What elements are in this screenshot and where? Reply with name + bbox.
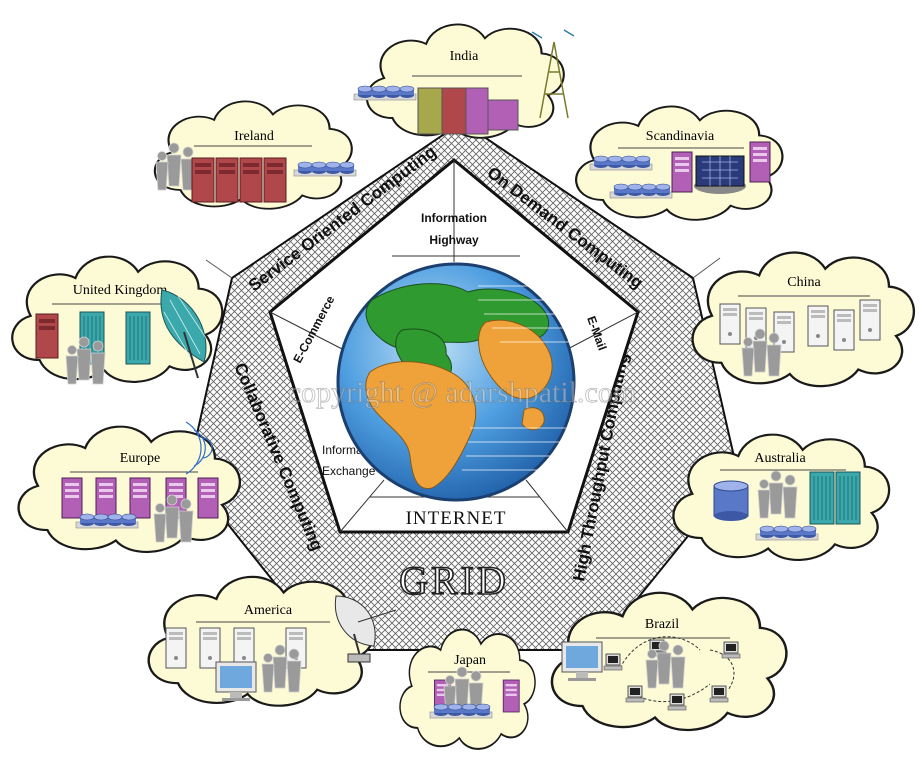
supercomputer-icon (694, 155, 746, 194)
wireless-signal-icon (185, 421, 213, 475)
region-scandinavia: Scandinavia (575, 105, 784, 221)
satellite-dish-icon (334, 595, 397, 663)
router-icon (417, 87, 519, 135)
region-india-label: India (450, 49, 480, 64)
region-brazil-label: Brazil (645, 617, 679, 632)
watermark-text: copyright @ adarshpatil.com (288, 376, 636, 409)
region-japan: Japan (399, 628, 537, 750)
region-ireland: Ireland (153, 100, 356, 210)
region-europe-label: Europe (120, 451, 160, 466)
region-china-label: China (787, 275, 821, 290)
information-exchange-line2: Exchange (322, 464, 376, 478)
region-australia: Australia (672, 433, 891, 562)
database-icon (713, 480, 749, 521)
region-india: India (354, 23, 575, 139)
information-highway-line2: Highway (429, 233, 479, 247)
region-brazil: Brazil (550, 591, 788, 732)
region-europe: Europe (17, 421, 242, 554)
region-america-label: America (244, 603, 293, 618)
globe-icon (336, 262, 576, 502)
grid-title: GRID (399, 558, 509, 603)
internet-label: INTERNET (406, 508, 507, 529)
region-australia-label: Australia (754, 451, 806, 466)
region-america: America (147, 575, 397, 707)
region-china: China (691, 251, 916, 388)
information-highway-line1: Information (421, 211, 487, 225)
antenna-tower-icon (531, 29, 575, 119)
region-scandinavia-label: Scandinavia (646, 129, 715, 144)
region-japan-label: Japan (454, 653, 486, 668)
region-united-kingdom: United Kingdom (11, 255, 224, 385)
region-united-kingdom-label: United Kingdom (73, 283, 168, 298)
satellite-dish-icon (160, 289, 207, 379)
region-ireland-label: Ireland (234, 129, 274, 144)
